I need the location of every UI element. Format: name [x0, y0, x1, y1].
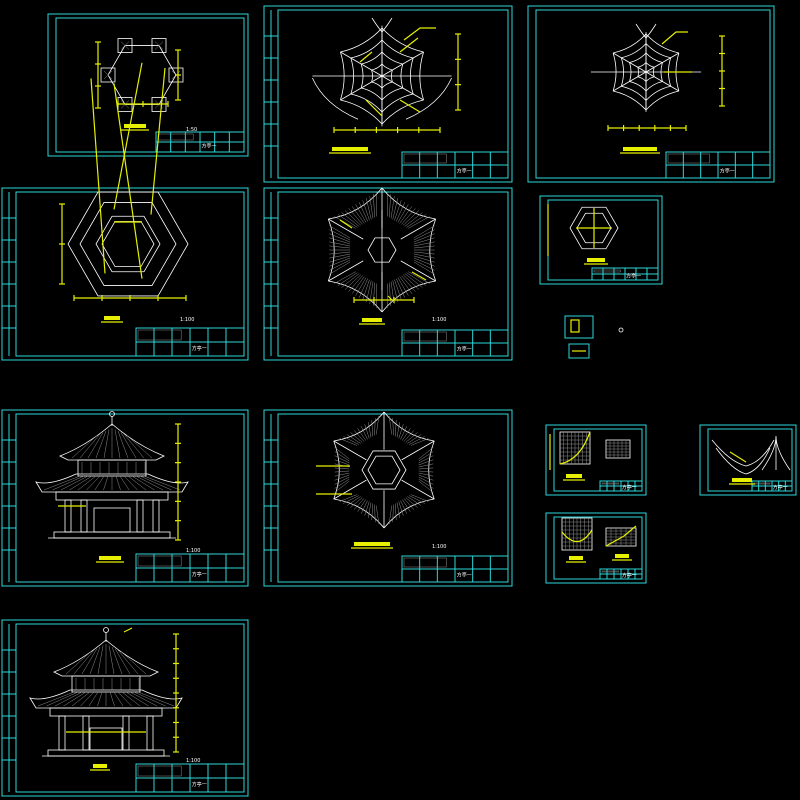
scale-label: 1:100	[186, 758, 200, 764]
scale-label: 1:50	[186, 127, 197, 133]
sheet-number-label: 方亭一	[720, 167, 735, 174]
sheet-lower-roof-framing-plan: 方亭一	[263, 5, 513, 183]
drawing-title-label	[99, 556, 121, 560]
sheet-number-label: 方亭一	[773, 484, 788, 491]
sheet-number-label: 方亭一	[626, 272, 641, 279]
sheet-number-label: 方亭一	[622, 572, 637, 579]
sheet-number-label: 方亭一	[192, 345, 207, 352]
drawing-title-label	[587, 258, 605, 262]
drawing-title-label	[623, 147, 657, 151]
drawing-title-label	[362, 318, 382, 322]
sheet-column-base-plan: 方亭一 1:50	[47, 13, 249, 157]
sheet-upper-roof-framing-plan: 方亭一	[527, 5, 775, 183]
scale-label: 1:100	[432, 544, 446, 550]
scale-label: 1:100	[186, 548, 200, 554]
sheet-number-label: 方亭一	[192, 571, 207, 578]
drawing-title-label	[354, 542, 390, 546]
scale-label: 1:100	[180, 317, 194, 323]
sheet-detail-a: 方亭一	[545, 424, 647, 496]
sheet-front-elevation: 方亭一 1:100	[1, 409, 249, 587]
drawing-title-label	[569, 556, 583, 560]
scale-label: 1:100	[432, 317, 446, 323]
drawing-title-label	[104, 316, 120, 320]
sheet-number-label: 方亭一	[192, 781, 207, 788]
sheet-section: 方亭一 1:100	[1, 619, 249, 797]
sheet-number-label: 方亭一	[201, 143, 216, 150]
drawing-title-label	[566, 474, 582, 478]
drawing-title-label	[93, 764, 107, 768]
sheet-number-label: 方亭一	[457, 571, 472, 578]
sheet-roof-plan: 方亭一 1:100	[263, 187, 513, 361]
sheet-detail-b: 方亭一	[545, 512, 647, 584]
drawing-title-label	[732, 478, 752, 482]
sheet-detail-plan: 方亭一	[539, 195, 663, 285]
sheet-ceiling-plan: 方亭一 1:100	[263, 409, 513, 587]
sheet-number-label: 方亭一	[457, 345, 472, 352]
sheet-detail-c: 方亭一	[699, 424, 797, 496]
detail-fragments	[564, 315, 624, 359]
drawing-title-label	[124, 124, 146, 128]
sheet-number-label: 方亭一	[622, 484, 637, 491]
drawing-title-label	[615, 554, 629, 558]
drawing-title-label	[332, 147, 368, 151]
sheet-number-label: 方亭一	[457, 167, 472, 174]
sheet-floor-plan: 方亭一 1:100	[1, 62, 249, 361]
